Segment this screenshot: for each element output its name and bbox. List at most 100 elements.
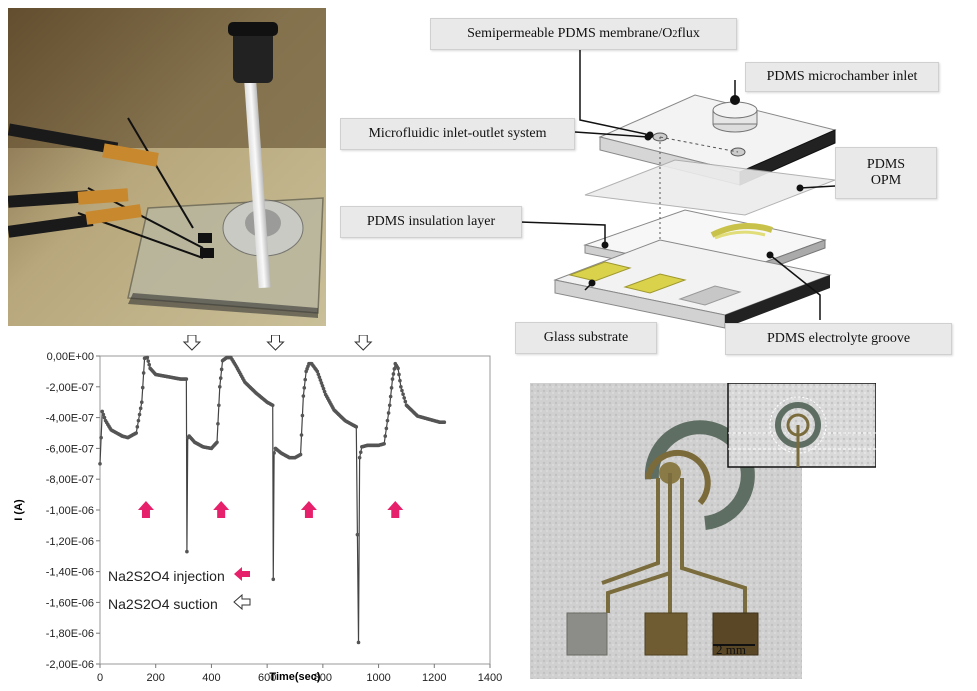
- data-point: [99, 435, 103, 440]
- data-point: [401, 392, 405, 396]
- label-groove-text: PDMS electrolyte groove: [766, 331, 911, 346]
- data-point: [302, 386, 307, 390]
- x-tick-label: 400: [202, 672, 220, 684]
- x-tick-label: 0: [97, 672, 103, 684]
- plot-area: [99, 355, 491, 665]
- data-point: [100, 409, 105, 414]
- x-tick-label: 1400: [478, 672, 502, 684]
- y-tick-label: -6,00E-07: [46, 443, 94, 455]
- data-point: [136, 418, 141, 423]
- label-opm-line1: PDMS: [866, 157, 906, 172]
- data-point: [355, 532, 360, 537]
- data-point: [300, 413, 305, 418]
- x-tick-label: 600: [258, 672, 276, 684]
- data-point: [442, 420, 447, 425]
- current-time-chart: 0,00E+00 -2,00E-07 -4,00E-07 -6,00E-07 -8,00…: [0, 334, 510, 686]
- suction-marker: [266, 334, 285, 351]
- data-point: [400, 388, 404, 393]
- label-chamber-inlet: PDMS microchamber inlet: [745, 62, 939, 92]
- label-microfluidic-text: Microfluidic inlet-outlet system: [368, 126, 547, 141]
- sensor-micrograph: 2 mm: [530, 383, 876, 679]
- y-tick-label: -2,00E-07: [46, 382, 94, 394]
- label-membrane-tail: flux: [677, 26, 700, 41]
- data-point: [271, 577, 276, 582]
- data-point: [398, 378, 402, 383]
- data-point: [402, 396, 407, 400]
- data-point: [315, 369, 320, 374]
- injection-marker: [387, 501, 404, 518]
- y-tick-label: -1,60E-06: [46, 597, 94, 609]
- data-point: [137, 412, 142, 417]
- data-point: [216, 421, 220, 426]
- legend-injection-arrow: [234, 567, 250, 581]
- data-point: [391, 372, 396, 376]
- chart-svg: 0,00E+00 -2,00E-07 -4,00E-07 -6,00E-07 -8,00…: [13, 334, 502, 684]
- data-point: [217, 385, 222, 389]
- label-glass-text: Glass substrate: [543, 330, 629, 345]
- data-point: [390, 377, 395, 381]
- legend-injection-label: Na2S2O4 injection: [108, 568, 225, 584]
- data-point: [320, 384, 325, 388]
- device-photo: [8, 8, 326, 326]
- data-point: [139, 400, 144, 404]
- data-point: [298, 452, 303, 457]
- data-point: [396, 366, 400, 371]
- data-point: [141, 371, 146, 375]
- y-tick-label: -8,00E-07: [46, 474, 94, 486]
- data-point: [322, 389, 327, 394]
- data-point: [392, 367, 397, 371]
- label-glass: Glass substrate: [515, 322, 657, 354]
- data-point: [387, 403, 392, 408]
- data-point: [303, 377, 308, 382]
- data-point: [397, 372, 401, 377]
- suction-marker: [354, 334, 373, 351]
- data-point: [98, 462, 102, 466]
- y-tick-label: -1,20E-06: [46, 536, 94, 548]
- label-insulation-text: PDMS insulation layer: [366, 214, 496, 229]
- data-point: [319, 381, 324, 385]
- data-point: [354, 425, 359, 429]
- data-point: [101, 412, 106, 417]
- legend-suction-arrow: [233, 593, 251, 611]
- data-point: [185, 549, 189, 554]
- data-point: [145, 355, 150, 360]
- data-point: [135, 425, 140, 429]
- label-groove: PDMS electrolyte groove: [725, 323, 952, 355]
- label-insulation: PDMS insulation layer: [340, 206, 522, 238]
- y-tick-label: -4,00E-07: [46, 413, 94, 425]
- label-chamber-inlet-text: PDMS microchamber inlet: [766, 69, 918, 84]
- x-tick-label: 1000: [366, 672, 390, 684]
- data-point: [146, 359, 151, 363]
- y-tick-label: -1,00E-06: [46, 505, 94, 517]
- y-tick-label: 0,00E+00: [47, 351, 94, 363]
- data-point: [388, 394, 393, 399]
- injection-marker: [213, 501, 230, 518]
- data-point: [217, 403, 221, 408]
- data-point: [357, 455, 362, 460]
- y-tick-label: -1,40E-06: [46, 567, 94, 579]
- data-point: [386, 411, 391, 415]
- data-point: [383, 434, 388, 438]
- label-microfluidic: Microfluidic inlet-outlet system: [340, 118, 575, 150]
- scale-bar-label: 2 mm: [716, 642, 746, 657]
- label-opm: PDMS OPM: [835, 147, 937, 199]
- data-point: [270, 403, 275, 408]
- data-point: [301, 394, 306, 398]
- data-point: [358, 450, 363, 455]
- data-point: [356, 640, 361, 645]
- suction-marker: [182, 334, 202, 351]
- data-point: [219, 367, 224, 372]
- x-tick-label: 800: [314, 672, 332, 684]
- x-tick-label: 1200: [422, 672, 446, 684]
- data-point: [321, 386, 326, 391]
- inset-micrograph: [727, 383, 876, 468]
- data-point: [272, 451, 276, 455]
- data-point: [403, 399, 408, 404]
- data-point: [318, 378, 323, 382]
- data-point: [147, 362, 152, 367]
- data-point: [384, 426, 389, 431]
- data-point: [134, 431, 139, 435]
- data-point: [218, 376, 223, 380]
